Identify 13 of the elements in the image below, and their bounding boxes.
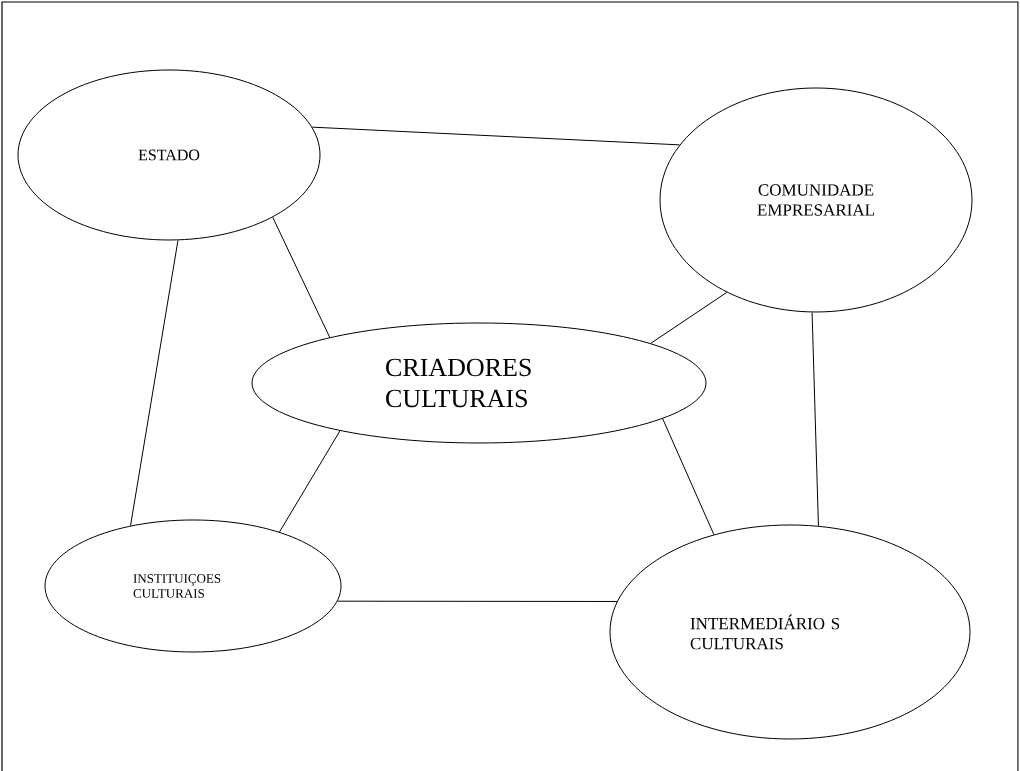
ellipse-node: ESTADO	[17, 69, 321, 241]
ellipse-node: COMUNIDADE EMPRESARIAL	[659, 87, 973, 313]
connector-line	[272, 216, 331, 338]
connector-line	[337, 600, 618, 602]
connector-line	[311, 126, 681, 146]
ellipse-node: INTERMEDIÁRIO S CULTURAIS	[609, 524, 971, 740]
connector-line	[279, 430, 341, 533]
connector-line	[662, 418, 715, 535]
connector-line	[650, 291, 728, 344]
connector-line	[130, 239, 179, 527]
ellipse-node: INSTITUIÇOES CULTURAIS	[44, 519, 342, 653]
ellipse-node: CRIADORES CULTURAIS	[251, 322, 707, 444]
connector-line	[811, 311, 819, 527]
